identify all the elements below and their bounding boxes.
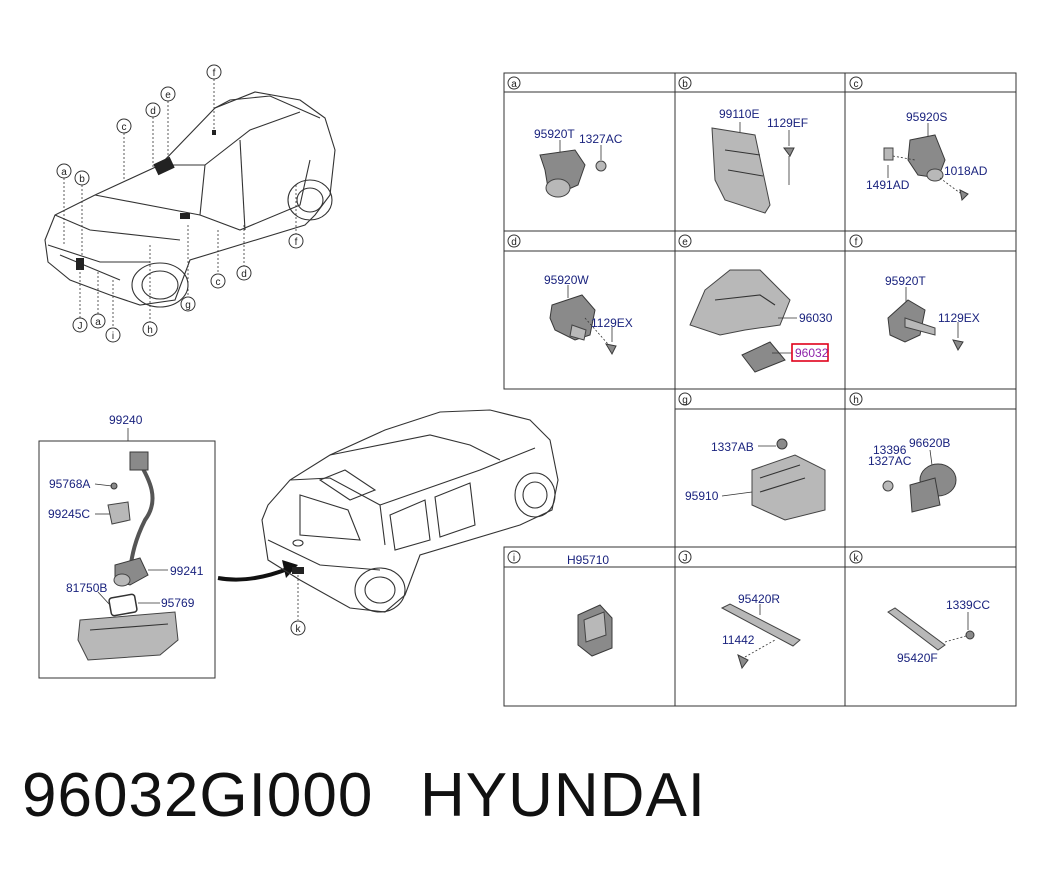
callout-i: i — [112, 331, 114, 342]
rear-car-illustration: k — [261, 409, 559, 636]
callout-f: f — [295, 237, 298, 248]
camera-box-title: 99240 — [109, 413, 143, 427]
panel-i: H95710 — [567, 553, 613, 657]
callout-b: b — [79, 174, 85, 185]
panel-j: 95420R 11442 — [720, 592, 801, 670]
part-label: 1327AC — [579, 132, 623, 146]
callout-h: h — [147, 325, 153, 336]
part-label: 95920T — [534, 127, 575, 141]
callout-a: a — [95, 317, 101, 328]
part-label: 81750B — [66, 581, 107, 595]
callout-g: g — [185, 300, 191, 311]
panel-label-k: k — [854, 553, 860, 564]
callout-c: c — [216, 277, 221, 288]
part-label: 1339CC — [946, 598, 990, 612]
part-label: 95769 — [161, 596, 195, 610]
part-label: 1018AD — [944, 164, 988, 178]
panel-label-j: J — [683, 553, 688, 564]
panel-a: 95920T 1327AC — [534, 127, 623, 198]
part-label: 95920W — [544, 273, 589, 287]
part-label: 1327AC — [868, 454, 912, 468]
callout-d: d — [241, 269, 247, 280]
panel-g: 1337AB 95910 — [685, 438, 826, 521]
part-label: 1337AB — [711, 440, 754, 454]
panel-f: 95920T 1129EX — [885, 274, 980, 352]
footer-part-number: 96032GI000 — [22, 761, 374, 830]
panel-k: 95420F 1339CC — [887, 598, 990, 665]
part-label: 96030 — [799, 311, 833, 325]
panel-label-b: b — [682, 79, 688, 90]
part-label: 95768A — [49, 477, 90, 491]
panel-grid — [503, 72, 1017, 707]
part-label: 13396 — [873, 443, 907, 457]
panel-h: 13396 96620B 1327AC — [868, 436, 957, 513]
highlight-box — [791, 343, 829, 362]
panel-letters: a b c d e f g h i J k — [507, 76, 863, 564]
part-label: H95710 — [567, 553, 609, 567]
part-label: 95420F — [897, 651, 938, 665]
part-label: 1129EX — [938, 311, 980, 325]
part-label: 1129EX — [591, 316, 633, 330]
part-label: 99241 — [170, 564, 204, 578]
front-car-illustration — [44, 91, 336, 308]
callout-f: f — [213, 68, 216, 79]
callout-a: a — [61, 167, 67, 178]
callout-e: e — [165, 90, 171, 101]
panel-label-h: h — [853, 395, 859, 406]
front-car-leaders — [63, 79, 297, 328]
panel-d: 95920W 1129EX — [544, 273, 633, 356]
part-label: 1129EF — [767, 116, 808, 130]
panel-label-i: i — [513, 553, 515, 564]
panel-label-a: a — [511, 79, 517, 90]
callout-d: d — [150, 106, 156, 117]
callout-c: c — [122, 122, 127, 133]
panel-label-e: e — [682, 237, 688, 248]
panel-b: 99110E 1129EF — [711, 107, 808, 214]
pointer-arrow — [217, 566, 291, 582]
part-label: 95910 — [685, 489, 719, 503]
callout-k: k — [296, 624, 302, 635]
part-label: 95920T — [885, 274, 926, 288]
panel-label-c: c — [854, 79, 859, 90]
panel-c: 95920S 1491AD 1018AD — [866, 110, 988, 202]
footer-brand: HYUNDAI — [420, 761, 707, 830]
part-label: 99245C — [48, 507, 90, 521]
part-label: 95420R — [738, 592, 780, 606]
front-car-callouts: a b c d e f f c d g h J a i — [56, 64, 304, 343]
part-label: 96620B — [909, 436, 950, 450]
panel-label-g: g — [682, 395, 688, 406]
panel-label-f: f — [855, 237, 858, 248]
part-label: 1491AD — [866, 178, 910, 192]
panel-e: 96030 96032 — [689, 269, 833, 373]
panel-label-d: d — [511, 237, 517, 248]
part-label: 99110E — [719, 107, 759, 121]
part-label: 95920S — [906, 110, 947, 124]
camera-assembly-box: 99240 95768A 99245C 99241 81750B 95769 — [38, 413, 216, 679]
part-label-highlighted: 96032 — [795, 346, 829, 360]
part-label: 11442 — [722, 633, 755, 647]
callout-j: J — [78, 321, 83, 332]
